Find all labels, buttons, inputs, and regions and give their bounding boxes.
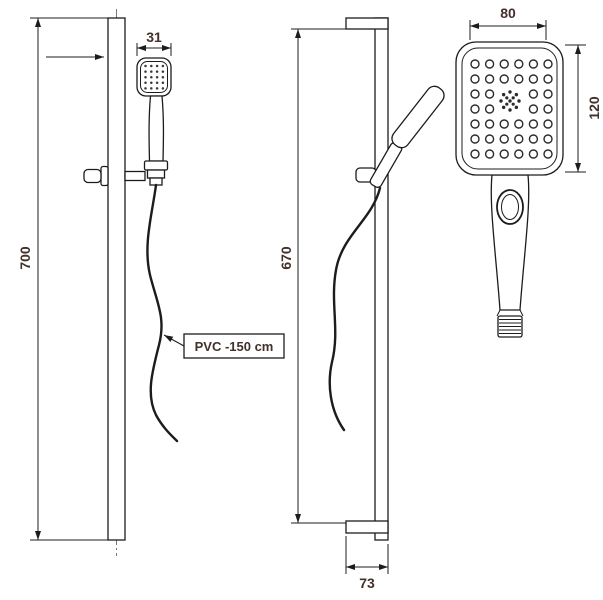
side-shower-head — [391, 85, 445, 149]
front-slider-plate — [100, 165, 109, 187]
side-bottom-bracket — [345, 520, 389, 534]
side-top-bracket — [345, 17, 389, 30]
hose-callout: PVC -150 cm — [163, 333, 285, 359]
detail-view-group: 80 120 — [455, 5, 602, 338]
hose-callout-box — [183, 333, 285, 359]
side-view-group: 670 73 — [278, 17, 445, 591]
dim-73: 73 — [345, 536, 389, 591]
front-shower-handle — [148, 95, 165, 162]
dim-670: 670 — [278, 28, 346, 524]
dim-120-label: 120 — [586, 96, 602, 120]
front-handle-collar — [143, 160, 169, 171]
detail-nozzles — [470, 59, 553, 159]
front-slider-knob — [83, 168, 102, 184]
dim-700-label: 700 — [17, 246, 33, 270]
dim-80: 80 — [469, 5, 547, 40]
front-shower-nozzles — [144, 64, 165, 90]
front-rail — [107, 17, 126, 541]
detail-head-face — [461, 47, 558, 170]
side-rail — [374, 17, 389, 541]
dim-80-label: 80 — [500, 5, 516, 21]
dim-700: 700 — [17, 17, 108, 541]
detail-thread-ribs — [499, 319, 521, 334]
hose-callout-label: PVC -150 cm — [195, 339, 274, 354]
front-hose — [146, 183, 179, 443]
detail-connector-neck — [496, 309, 524, 317]
hose-callout-arrow — [163, 334, 185, 347]
dim-31-label: 31 — [146, 29, 162, 45]
dim-670-label: 670 — [278, 246, 294, 270]
side-hose — [328, 186, 382, 432]
detail-handle-hole — [496, 189, 524, 225]
detail-handle-hole-inner — [501, 194, 519, 220]
front-holder-arm — [124, 170, 146, 182]
dim-31: 31 — [136, 29, 172, 56]
front-view-group: 700 31 PVC -150 cm — [17, 9, 285, 556]
dim-120: 120 — [565, 44, 602, 173]
dim-73-label: 73 — [359, 575, 375, 591]
front-hose-nut — [146, 169, 166, 179]
front-shower-head-face — [140, 61, 168, 93]
